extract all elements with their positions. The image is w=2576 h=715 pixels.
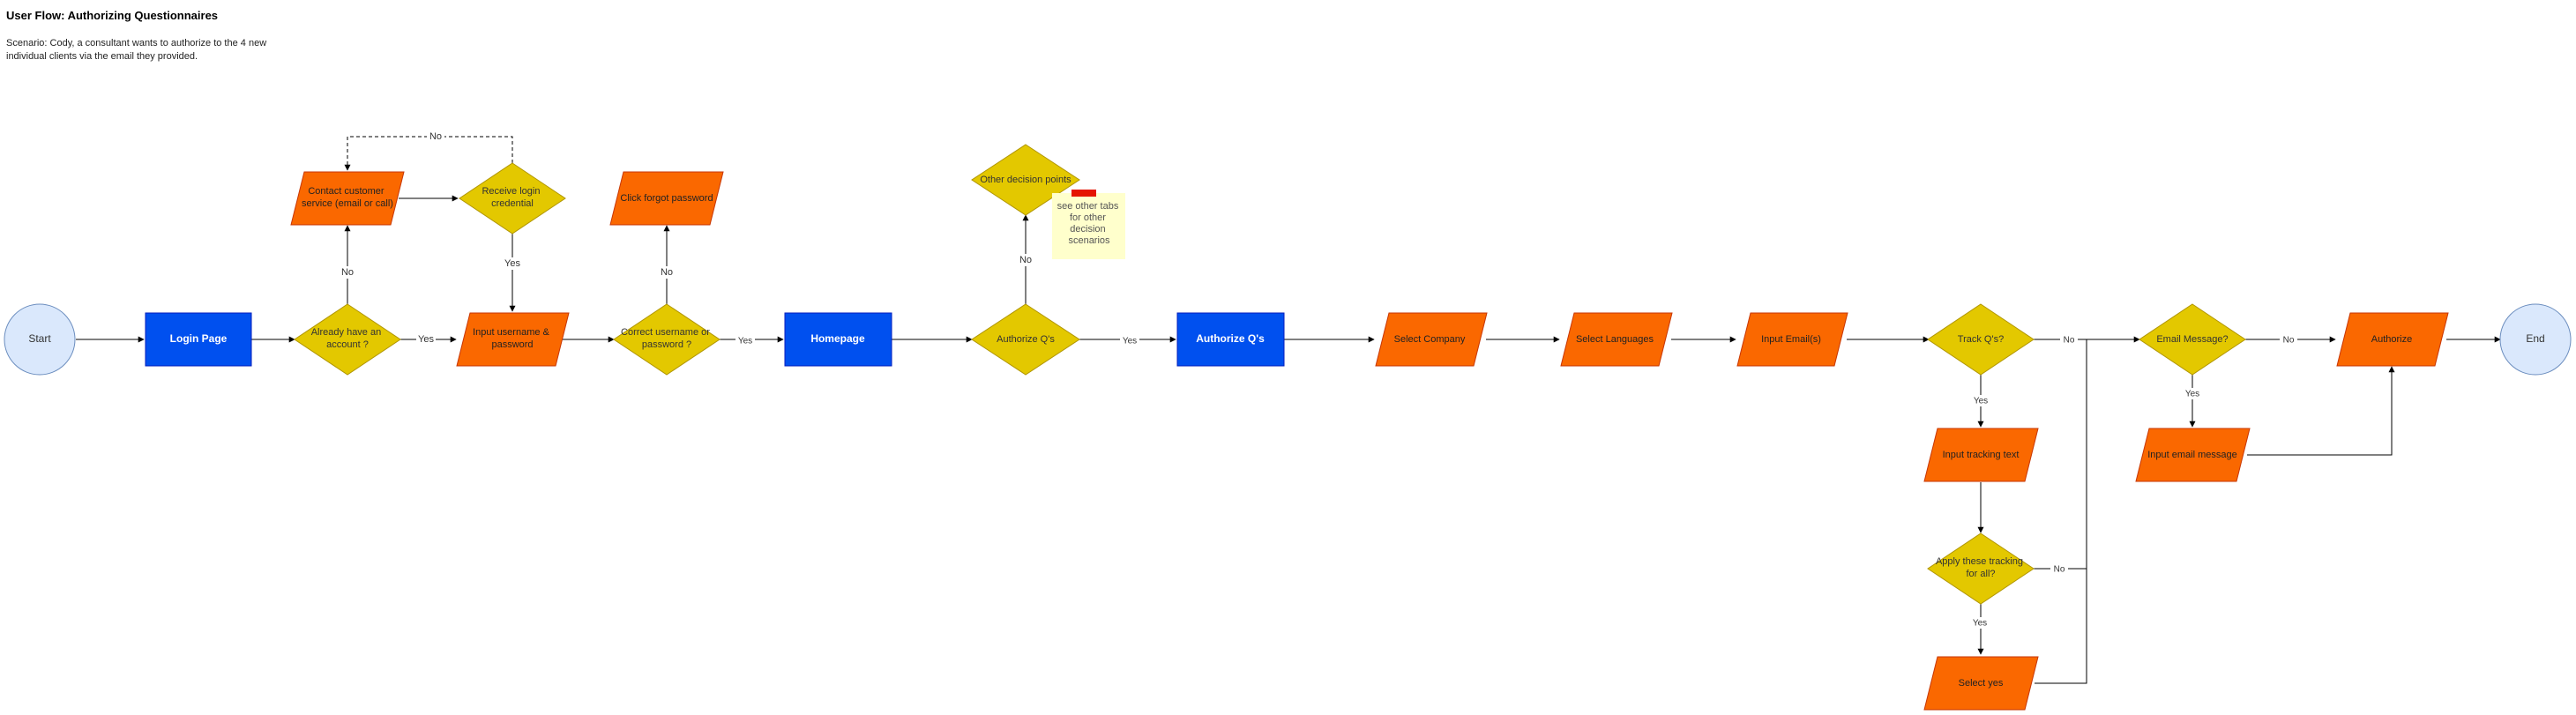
edge-selectyes-join [2035, 339, 2087, 684]
svg-text:Apply these tracking for: Apply these tracking for all? [1936, 556, 2026, 579]
edge-apply-no [2034, 339, 2087, 570]
label-no: No [341, 267, 354, 278]
sticky-note: see other tabs for other decision scenar… [1052, 190, 1125, 259]
label-no: No [2054, 565, 2065, 575]
label-no: No [429, 131, 442, 142]
homepage-node: Homepage [784, 312, 892, 367]
note-line1: see other tabs [1057, 201, 1119, 212]
edge-inputmsg-authorize [2247, 366, 2395, 456]
login-page-label: Login Page [170, 332, 228, 345]
label-no: No [2064, 336, 2075, 346]
end-node: End [2499, 303, 2572, 376]
select-company-label: Select Company [1394, 334, 1466, 345]
label-yes: Yes [1974, 397, 1988, 406]
label-yes: Yes [1123, 337, 1137, 346]
select-languages-node: Select Languages [1560, 312, 1673, 367]
edge-receive-contact-no [344, 136, 513, 171]
authorize-q-decision-label: Authorize Q's [997, 334, 1055, 345]
contact-cs-node: Contact customer service (email or call) [290, 171, 405, 226]
contact-cs-line2: service (email or call) [302, 198, 393, 209]
label-yes: Yes [418, 334, 434, 345]
authorize-q-decision: Authorize Q's [971, 303, 1080, 376]
label-yes: Yes [2185, 390, 2199, 399]
email-message-label: Email Message? [2156, 334, 2228, 345]
input-tracking-node: Input tracking text [1923, 428, 2039, 482]
input-tracking-label: Input tracking text [1943, 450, 2020, 460]
start-label: Start [28, 332, 51, 345]
connectors [76, 136, 2501, 684]
select-company-node: Select Company [1375, 312, 1488, 367]
already-account-line1: Already have an [311, 327, 382, 338]
label-yes: Yes [504, 258, 520, 269]
input-username-password-node: Input username & password [456, 312, 570, 367]
apply-tracking-line1: Apply these tracking [1936, 556, 2023, 567]
note-line2: for other [1070, 212, 1106, 223]
label-yes: Yes [1973, 619, 1987, 629]
click-forgot-label: Click forgot password [620, 193, 713, 204]
svg-text:Contact customer service: Contact customer service (email or call) [302, 186, 393, 209]
scenario-text: Scenario: Cody, a consultant wants to au… [6, 38, 267, 62]
contact-cs-line1: Contact customer [308, 186, 385, 197]
correct-credentials-line2: password ? [642, 339, 691, 350]
select-languages-label: Select Languages [1576, 334, 1654, 345]
input-emails-label: Input Email(s) [1761, 334, 1821, 345]
label-no: No [2283, 336, 2295, 346]
correct-credentials-decision: Correct username or password ? [613, 303, 721, 376]
other-decision-label: Other decision points [980, 175, 1071, 185]
input-email-message-label: Input email message [2147, 450, 2237, 460]
correct-credentials-line1: Correct username or [621, 327, 710, 338]
input-email-message-node: Input email message [2135, 428, 2251, 482]
authorize-node: Authorize [2336, 312, 2449, 367]
start-node: Start [4, 303, 76, 376]
svg-text:see other tabs for other: see other tabs for other decision scenar… [1057, 201, 1122, 246]
track-q-decision: Track Q's? [1927, 303, 2035, 376]
svg-text:Correct username or pass: Correct username or password ? [621, 327, 713, 350]
input-username-line1: Input username & [473, 327, 549, 338]
email-message-decision: Email Message? [2139, 303, 2246, 376]
page-title: User Flow: Authorizing Questionnaires [6, 9, 219, 22]
click-forgot-password-node: Click forgot password [609, 171, 724, 226]
edge-labels: Yes No No Yes No Yes No Yes No Yes No Ye… [339, 130, 2297, 629]
authorize-q-page-label: Authorize Q's [1196, 332, 1265, 345]
label-no: No [1019, 255, 1032, 265]
note-tab [1071, 190, 1096, 197]
svg-text:Input username & passwor: Input username & password [473, 327, 552, 350]
input-emails-node: Input Email(s) [1736, 312, 1848, 367]
apply-tracking-decision: Apply these tracking for all? [1927, 533, 2035, 605]
receive-credential-line2: credential [491, 198, 534, 209]
note-line3: decision [1070, 224, 1105, 235]
apply-tracking-line2: for all? [1966, 569, 1995, 579]
end-label: End [2526, 332, 2544, 345]
already-account-line2: account ? [326, 339, 369, 350]
label-no: No [661, 267, 673, 278]
select-yes-label: Select yes [1959, 678, 2004, 689]
login-page-node: Login Page [145, 312, 252, 367]
track-q-label: Track Q's? [1958, 334, 2004, 345]
label-yes: Yes [738, 337, 752, 346]
note-line4: scenarios [1068, 235, 1110, 246]
authorize-label: Authorize [2371, 334, 2412, 345]
input-username-line2: password [491, 339, 533, 350]
receive-credential-decision: Receive login credential [459, 162, 566, 235]
receive-credential-line1: Receive login [482, 186, 540, 197]
svg-text:Receive login credential: Receive login credential [482, 186, 542, 209]
already-account-decision: Already have an account ? [294, 303, 401, 376]
homepage-label: Homepage [810, 332, 865, 345]
authorize-q-page-node: Authorize Q's [1176, 312, 1285, 367]
svg-text:Already have an account: Already have an account ? [311, 327, 385, 350]
select-yes-node: Select yes [1923, 656, 2039, 711]
